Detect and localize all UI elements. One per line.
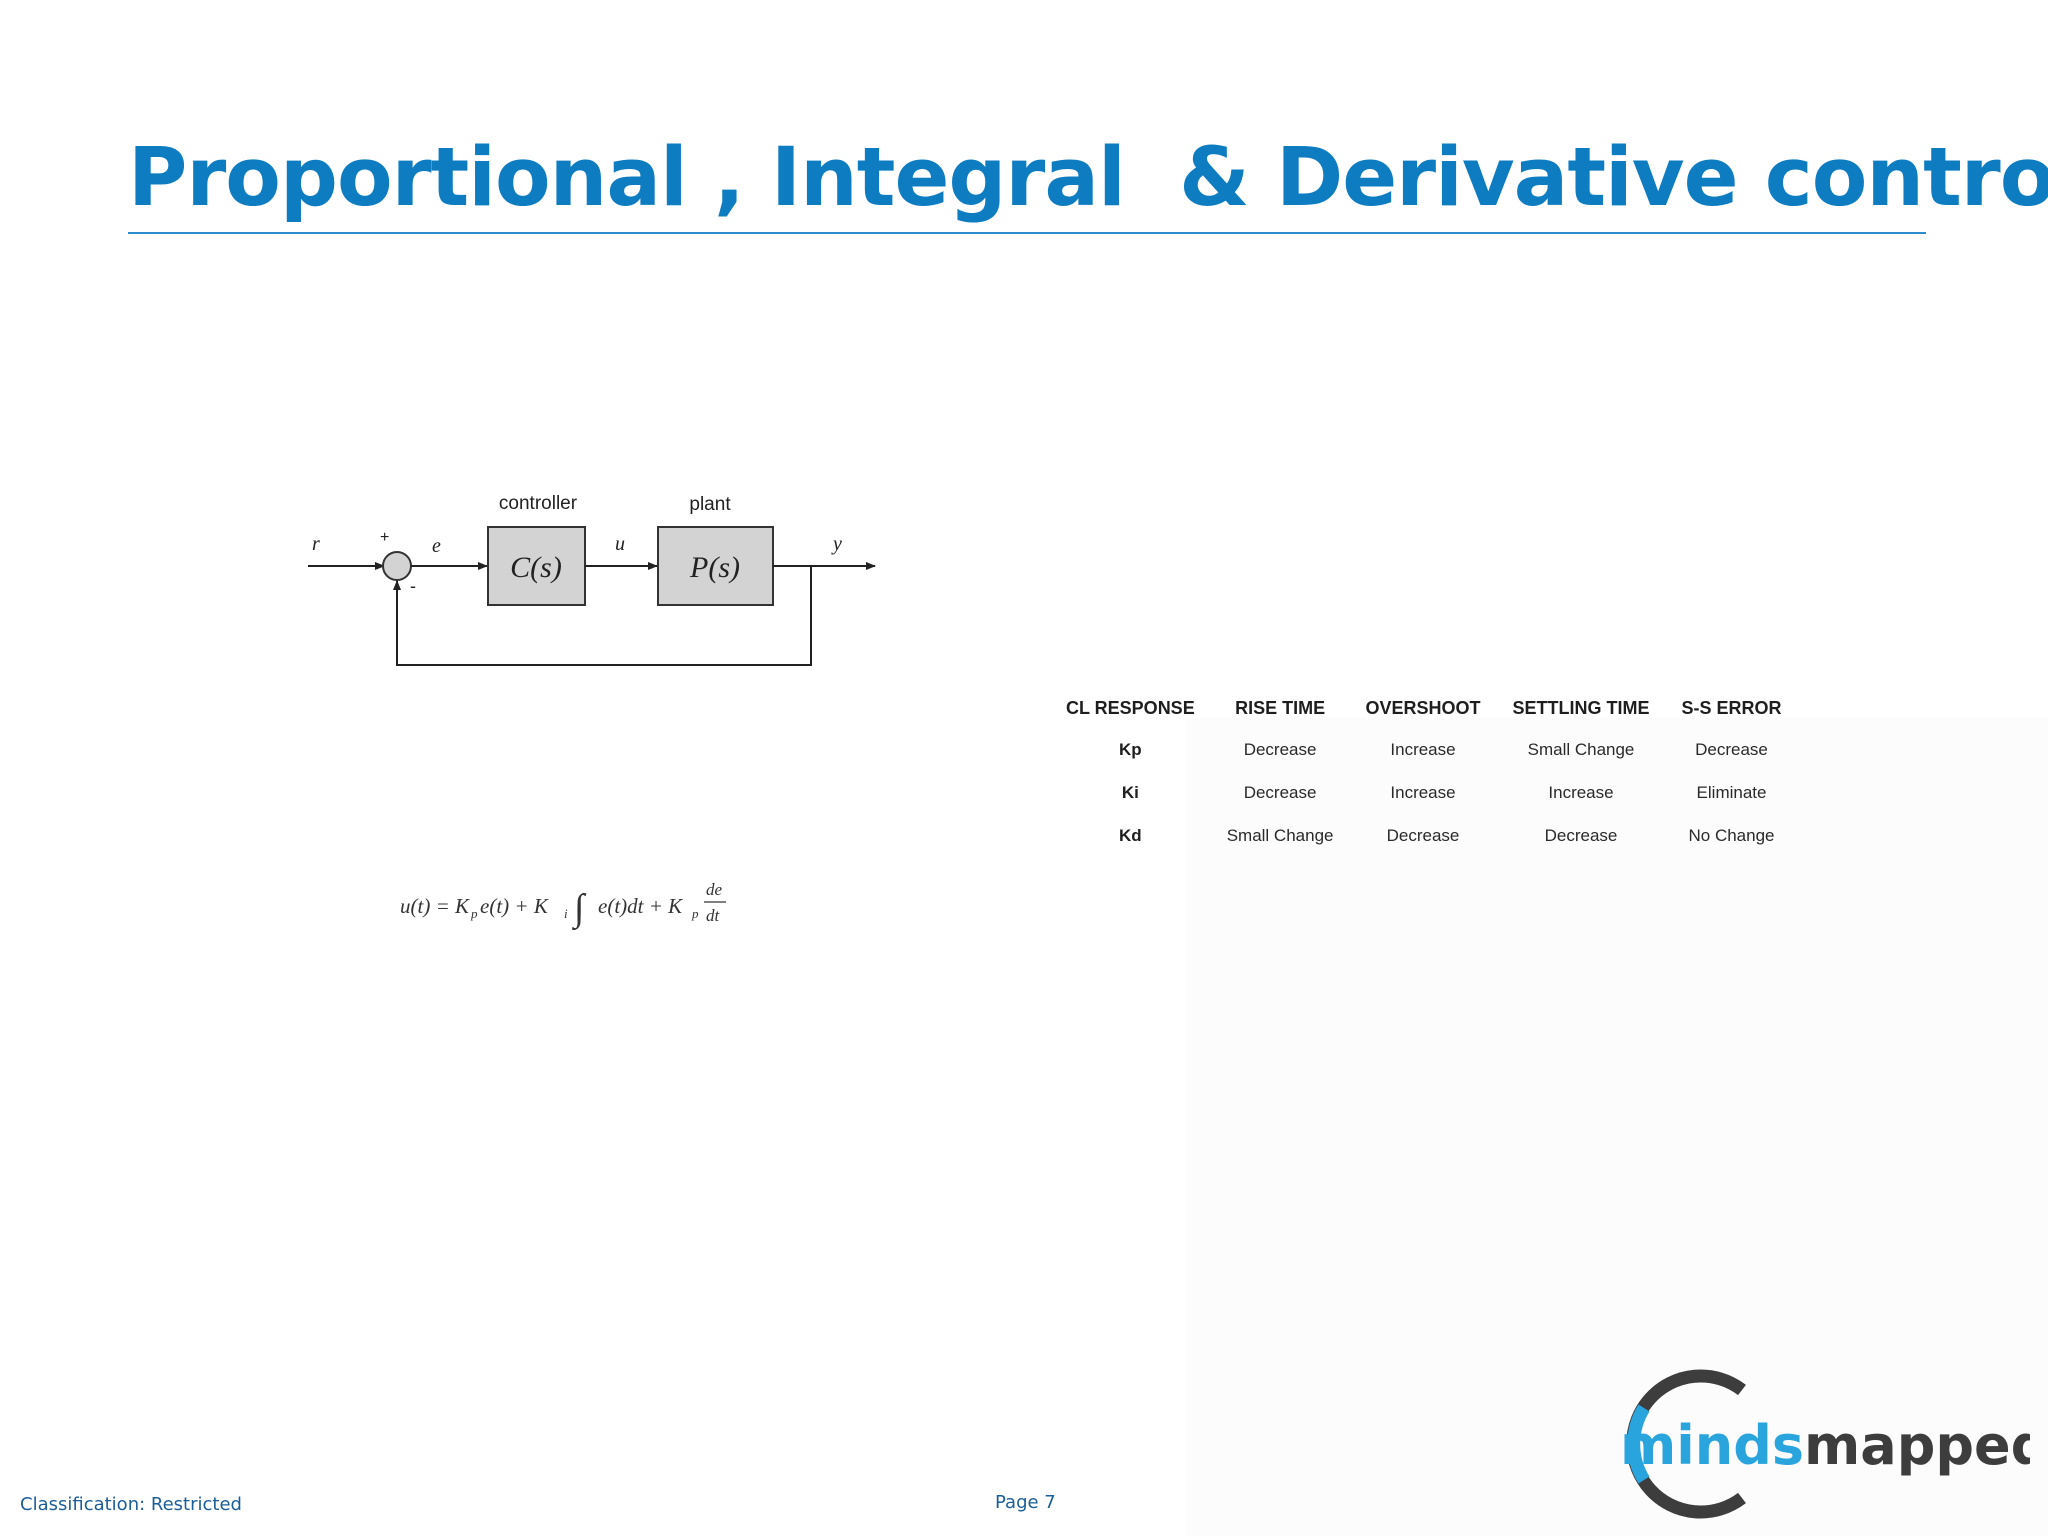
formula-sub-p: p xyxy=(470,906,478,921)
plus-sign: + xyxy=(380,529,389,546)
pid-formula: u(t) = K p e(t) + K i ∫ e(t)dt + K p de … xyxy=(400,880,726,931)
minus-sign: - xyxy=(410,576,416,596)
signal-r: r xyxy=(312,533,320,555)
header-settling-time: SETTLING TIME xyxy=(1512,697,1650,718)
signal-u: u xyxy=(615,533,625,555)
formula-term1: e(t) + K xyxy=(480,894,549,918)
formula-term2: e(t)dt + K xyxy=(598,894,683,918)
table-row: Kp Decrease Increase Small Change Decrea… xyxy=(1050,728,1798,771)
header-rise-time: RISE TIME xyxy=(1235,697,1326,718)
table-row: Ki Decrease Increase Increase Eliminate xyxy=(1050,771,1798,814)
table-cell: Eliminate xyxy=(1696,782,1767,802)
table-cell: Kd xyxy=(1119,825,1142,845)
table-cell: Decrease xyxy=(1544,825,1618,845)
signal-y: y xyxy=(831,533,842,555)
table-cell: Small Change xyxy=(1226,825,1334,845)
header-ss-error: S-S ERROR xyxy=(1681,697,1782,718)
table-cell: Increase xyxy=(1548,782,1614,802)
slide-title: Proportional , Integral & Derivative con… xyxy=(128,131,2048,225)
classification-label: Classification: Restricted xyxy=(20,1494,242,1515)
formula-frac-num: de xyxy=(706,880,723,899)
block-diagram: controller plant r + - e C(s) u P(s) y xyxy=(308,493,876,666)
formula-frac-den: dt xyxy=(706,906,721,925)
logo-wordmark: mindsmapped xyxy=(1620,1414,2030,1477)
formula-lhs: u(t) = K xyxy=(400,894,470,918)
table-cell: Decrease xyxy=(1243,739,1317,759)
header-overshoot: OVERSHOOT xyxy=(1365,697,1481,718)
table-header-row: CL RESPONSE RISE TIME OVERSHOOT SETTLING… xyxy=(1050,688,1798,728)
mindsmapped-logo: mindsmapped xyxy=(1620,1369,2030,1519)
plant-label: plant xyxy=(689,494,731,515)
logo-text-minds: minds xyxy=(1620,1414,1804,1477)
pid-effects-table: CL RESPONSE RISE TIME OVERSHOOT SETTLING… xyxy=(1050,688,1798,857)
page-number: Page 7 xyxy=(995,1492,1056,1513)
controller-label: controller xyxy=(499,493,578,514)
table-cell: Small Change xyxy=(1527,739,1635,759)
table-cell: Ki xyxy=(1121,782,1139,802)
summing-junction xyxy=(382,551,412,581)
logo-ring-accent xyxy=(1627,1404,1650,1484)
controller-block xyxy=(487,526,586,606)
table-cell: Kp xyxy=(1119,739,1142,759)
formula-sub-i: i xyxy=(564,906,568,921)
table-cell: Increase xyxy=(1390,739,1456,759)
table-row: Kd Small Change Decrease Decrease No Cha… xyxy=(1050,814,1798,857)
feedback-path xyxy=(393,566,812,666)
title-underline xyxy=(128,232,1926,234)
header-cl-response: CL RESPONSE xyxy=(1066,697,1195,718)
controller-block-label: C(s) xyxy=(510,551,562,584)
signal-e: e xyxy=(432,535,441,557)
table-cell: Decrease xyxy=(1243,782,1317,802)
formula-integral: ∫ xyxy=(572,887,587,931)
table-cell: No Change xyxy=(1688,825,1775,845)
table-cell: Decrease xyxy=(1386,825,1460,845)
table-cell: Increase xyxy=(1390,782,1456,802)
background-panel xyxy=(1186,718,2048,1536)
plant-block-label: P(s) xyxy=(689,551,740,584)
logo-text-mapped: mapped xyxy=(1804,1414,2030,1477)
table-cell: Decrease xyxy=(1695,739,1768,759)
formula-sub-p2: p xyxy=(691,906,699,921)
